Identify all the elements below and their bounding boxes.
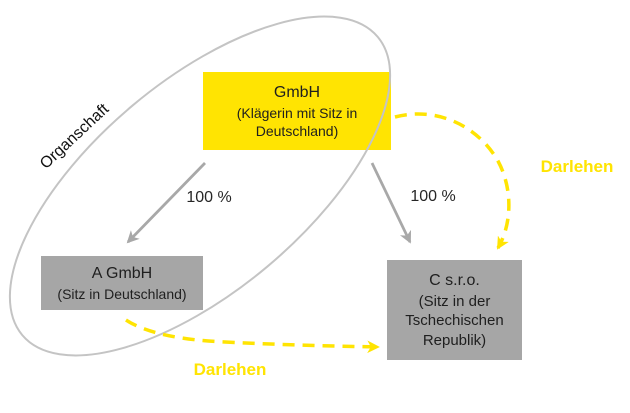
node-a-gmbh-subtitle: (Sitz in Deutschland) [57,285,187,302]
loan-right-label: Darlehen [540,157,614,176]
node-gmbh: GmbH (Klägerin mit Sitz in Deutschland) [203,72,391,150]
ownership-arrow-right [370,162,412,244]
node-c-sro: C s.r.o. (Sitz in der Tschechischen Repu… [387,260,522,360]
node-a-gmbh: A GmbH (Sitz in Deutschland) [41,256,203,310]
loan-bottom-label: Darlehen [193,360,267,379]
ownership-left-label: 100 % [186,189,232,206]
node-c-sro-title: C s.r.o. [429,271,480,289]
organschaft-label: Organschaft [36,100,113,173]
node-gmbh-title: GmbH [273,84,321,102]
loan-arrow-right [394,112,511,250]
node-a-gmbh-title: A GmbH [91,265,153,283]
node-c-sro-subtitle: (Sitz in der Tschechischen Republik) [405,292,504,349]
node-gmbh-subtitle: (Klägerin mit Sitz in Deutschland) [236,104,358,139]
loan-arrow-bottom [125,318,380,354]
ownership-right-label: 100 % [410,188,456,205]
